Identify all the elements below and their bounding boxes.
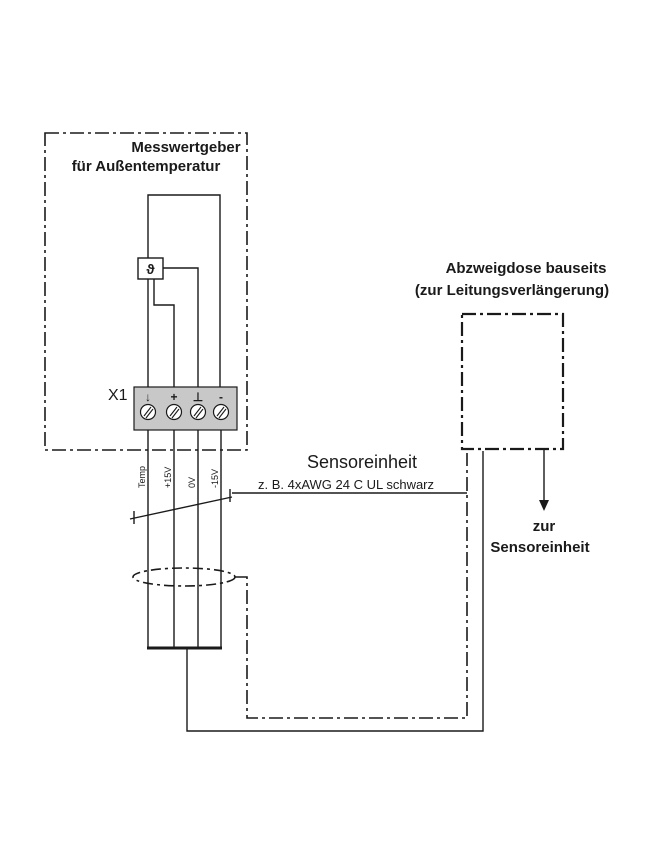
- terminal-screw-minus: -: [212, 390, 230, 421]
- screw-slot: [216, 406, 225, 417]
- screw-slot: [195, 408, 204, 419]
- shield-wire: [235, 453, 468, 719]
- terminal-screw-ground: ⊥: [189, 390, 207, 421]
- wire-label-plus15v: +15V: [163, 467, 173, 488]
- sensor-symbol: ϑ: [146, 261, 155, 277]
- screw-slot: [169, 406, 178, 417]
- wire-sensor-plus: [153, 279, 175, 392]
- return-wire: [186, 451, 484, 732]
- terminal-label: X1: [108, 387, 128, 404]
- cable-spec: z. B. 4xAWG 24 C UL schwarz: [258, 477, 434, 492]
- output-label-line2: Sensoreinheit: [490, 539, 589, 556]
- wire-loop-minus: [147, 194, 221, 392]
- junction-title-line1: Abzweigdose bauseits: [446, 260, 607, 277]
- arrow-down-icon: [539, 500, 549, 511]
- cable-title: Sensoreinheit: [307, 452, 417, 472]
- screw-icon: [139, 403, 157, 421]
- cable-bundle-mark: [129, 496, 233, 520]
- sensor-title-line1: Messwertgeber: [131, 139, 240, 156]
- terminal-screw-plus: +: [165, 390, 183, 421]
- output-label-line1: zur: [533, 518, 556, 535]
- wire-sensor-ground: [163, 267, 199, 392]
- wire-label-temp: Temp: [137, 466, 147, 488]
- screw-slot: [193, 406, 202, 417]
- terminal-symbol-ground: ⊥: [193, 390, 203, 404]
- terminal-symbol-minus: -: [219, 390, 223, 404]
- screw-slot: [143, 406, 152, 417]
- screw-slot: [145, 408, 154, 419]
- temperature-sensor-icon: ϑ: [137, 257, 164, 280]
- junction-title-line2: (zur Leitungsverlängerung): [415, 282, 609, 299]
- junction-box: [460, 312, 565, 451]
- screw-slot: [171, 408, 180, 419]
- screw-slot: [218, 408, 227, 419]
- screw-icon: [165, 403, 183, 421]
- terminal-screw-temp: ↓: [139, 390, 157, 421]
- screw-icon: [212, 403, 230, 421]
- sensor-housing: [44, 132, 248, 451]
- terminal-symbol-plus: +: [170, 390, 177, 404]
- screw-icon: [189, 403, 207, 421]
- wire-label-0v: 0V: [187, 477, 197, 488]
- sensor-title-line2: für Außentemperatur: [72, 158, 221, 175]
- wire-label-minus15v: -15V: [210, 469, 220, 488]
- terminal-symbol-temp: ↓: [145, 390, 151, 404]
